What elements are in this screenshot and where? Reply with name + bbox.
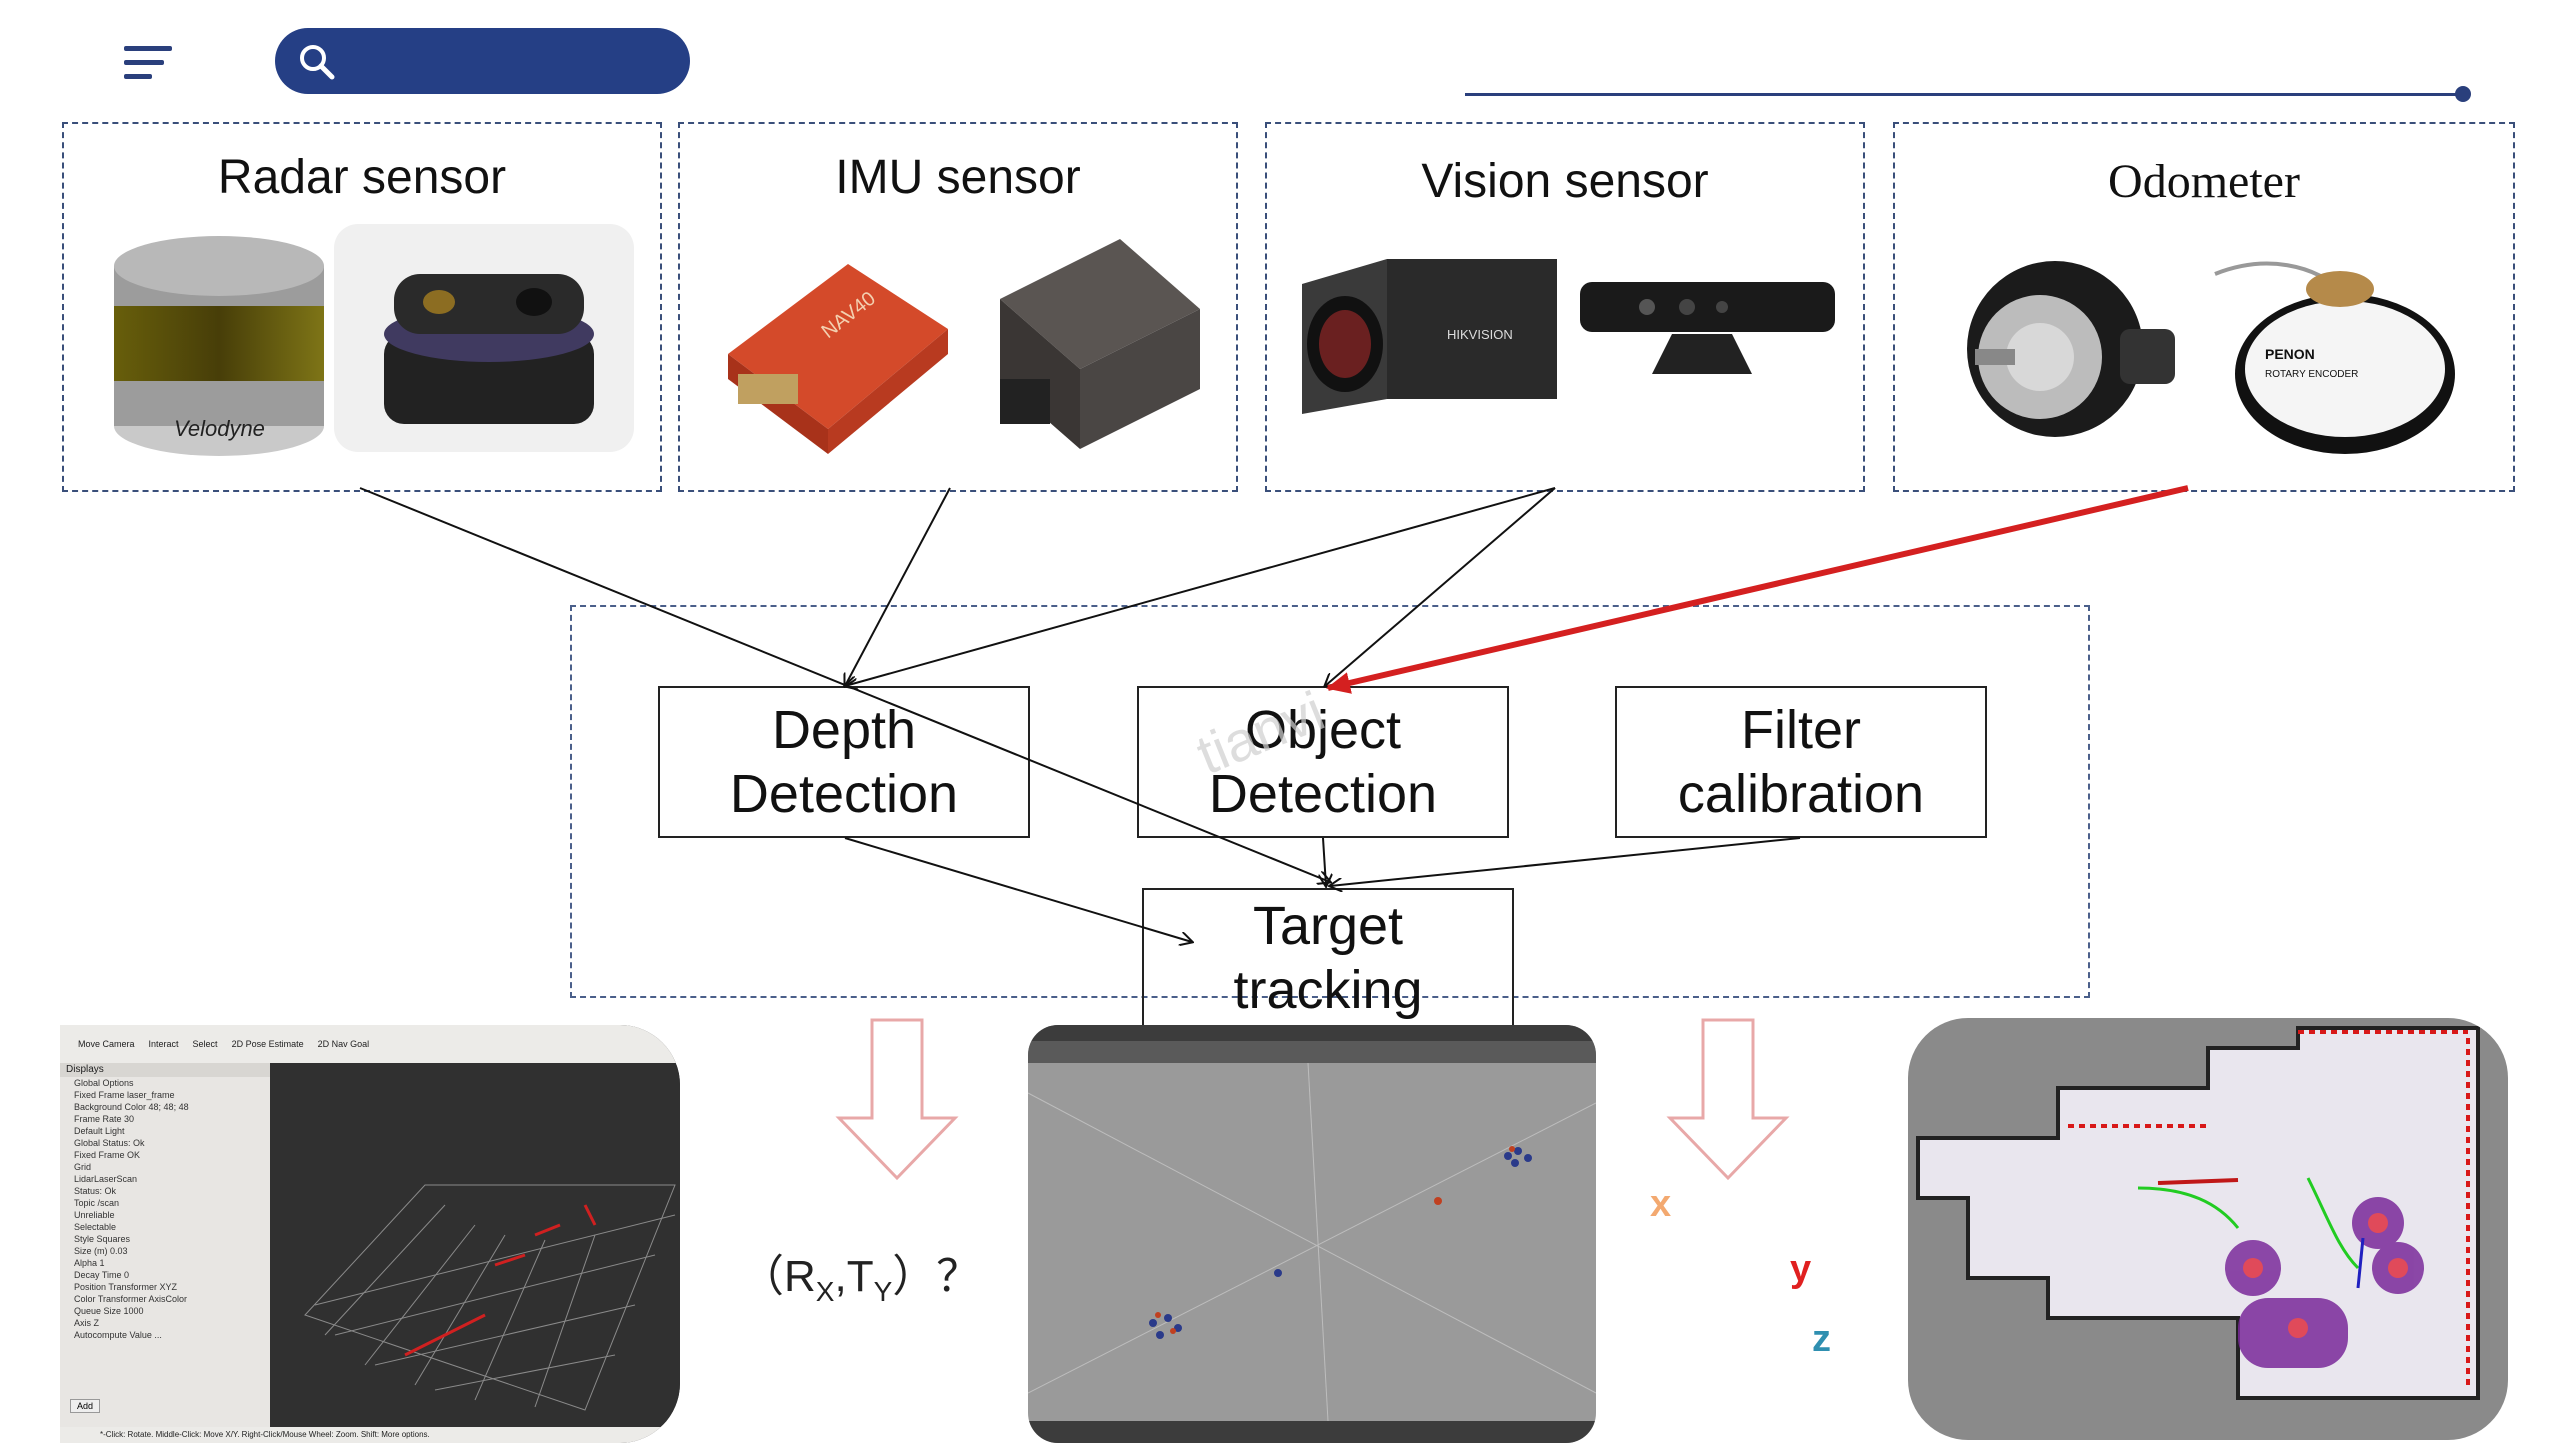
rviz-display-row[interactable]: Size (m) 0.03 [74, 1246, 128, 1256]
rviz-display-row[interactable]: Fixed Frame laser_frame [74, 1090, 175, 1100]
rviz-display-row[interactable]: LidarLaserScan [74, 1174, 138, 1184]
depth-detection-box: Depth Detection [658, 686, 1030, 838]
rviz-display-row[interactable]: Style Squares [74, 1234, 131, 1244]
rviz-tool-2[interactable]: Select [192, 1039, 218, 1049]
down-arrow-left [835, 1018, 959, 1181]
rviz-display-row[interactable]: Global Status: Ok [74, 1138, 145, 1148]
slam-map [1916, 1026, 2480, 1400]
rviz-status-bar: *-Click: Rotate. Middle-Click: Move X/Y.… [60, 1427, 680, 1443]
svg-text:ROTARY ENCODER: ROTARY ENCODER [2265, 369, 2358, 380]
rviz-display-row[interactable]: Unreliable [74, 1210, 115, 1220]
rviz-display-row[interactable]: Decay Time 0 [74, 1270, 130, 1280]
axis-x-label: x [1650, 1183, 1672, 1225]
laser-scanner-image [334, 224, 634, 452]
rviz-display-row[interactable]: Grid [74, 1162, 92, 1172]
rviz-panel-title: Displays [60, 1063, 270, 1077]
axis-y-label: y [1790, 1248, 1812, 1290]
vision-to-object-arrow [1325, 487, 1556, 686]
object-detection-box: Object Detection [1137, 686, 1509, 838]
rviz-display-row[interactable]: Alpha 1 [74, 1258, 105, 1268]
imu-sensor-title: IMU sensor [835, 151, 1081, 204]
progress-dot [2455, 86, 2471, 102]
depth-to-tracking-arrow [844, 837, 1192, 942]
rviz-tool-4[interactable]: 2D Nav Goal [317, 1039, 370, 1049]
rviz-add-button[interactable]: Add [70, 1399, 101, 1413]
velodyne-lidar-image: Velodyne [114, 236, 324, 456]
vision-sensor-box: Vision sensor HIKVISION [1265, 122, 1865, 492]
odometer-to-object-arrow [1326, 485, 2189, 694]
rviz-display-row[interactable]: Position Transformer XYZ [74, 1282, 178, 1292]
rviz-3d-grid [285, 1065, 680, 1425]
rviz-display-row[interactable]: Default Light [74, 1126, 125, 1136]
object-to-tracking-arrow [1323, 837, 1326, 886]
rviz-display-row[interactable]: Frame Rate 30 [74, 1114, 135, 1124]
rviz-display-row[interactable]: Axis Z [74, 1318, 100, 1328]
odometer-title: Odometer [2108, 155, 2300, 208]
svg-text:Velodyne: Velodyne [174, 416, 265, 441]
rviz-display-row[interactable]: Status: Ok [74, 1186, 117, 1196]
industrial-camera-image: HIKVISION [1302, 259, 1557, 414]
svg-text:PENON: PENON [2265, 346, 2315, 362]
kinect-camera-image [1580, 282, 1835, 374]
filter-calibration-box: Filter calibration [1615, 686, 1987, 838]
imu-red-unit-image: NAV40 [728, 264, 948, 454]
axis-z-label: z [1812, 1318, 1831, 1360]
rviz-screenshot: Move Camera Interact Select 2D Pose Estimat… [60, 1025, 680, 1443]
radar-sensor-title: Radar sensor [217, 151, 507, 204]
hollow-encoder-image: PENON ROTARY ENCODER [2214, 261, 2455, 454]
radar-sensor-box: Radar sensor Velodyne [62, 122, 662, 492]
imu-black-unit-image [1000, 239, 1200, 449]
filter-to-tracking-arrow [1330, 837, 1801, 886]
rviz-display-row[interactable]: Fixed Frame OK [74, 1150, 141, 1160]
rviz-display-row[interactable]: Global Options [74, 1078, 134, 1088]
imu-to-depth-arrow [845, 487, 951, 686]
rotary-encoder-image [1967, 261, 2175, 437]
imu-sensor-box: IMU sensor NAV40 [678, 122, 1238, 492]
rviz-display-row[interactable]: Selectable [74, 1222, 117, 1232]
rviz-display-row[interactable]: Queue Size 1000 [74, 1306, 144, 1316]
down-arrow-right [1666, 1018, 1790, 1181]
slam-map-screenshot [1908, 1018, 2508, 1440]
odometer-box: Odometer PENON ROTARY ENCODER [1893, 122, 2515, 492]
processing-container [570, 605, 2090, 998]
rviz-display-row[interactable]: Autocompute Value ... [74, 1330, 162, 1340]
rviz-display-row[interactable]: Topic /scan [74, 1198, 120, 1208]
target-tracking-box: Target tracking [1142, 888, 1514, 1028]
svg-text:HIKVISION: HIKVISION [1447, 327, 1513, 342]
search-bar[interactable] [275, 28, 690, 94]
vision-sensor-title: Vision sensor [1421, 155, 1709, 208]
vision-to-depth-arrow [845, 487, 1556, 686]
simulator-screenshot [1028, 1025, 1596, 1443]
rviz-tool-0[interactable]: Move Camera [78, 1039, 135, 1049]
rviz-tool-3[interactable]: 2D Pose Estimate [231, 1039, 304, 1049]
simulator-scene [1028, 1063, 1596, 1421]
rviz-tool-1[interactable]: Interact [148, 1039, 179, 1049]
formula-text: （RX,TY）？ [740, 1252, 981, 1307]
progress-track [1465, 93, 2465, 96]
rviz-display-row[interactable]: Background Color 48; 48; 48 [74, 1102, 189, 1112]
rviz-display-row[interactable]: Color Transformer AxisColor [74, 1294, 188, 1304]
rviz-toolbar: Move Camera Interact Select 2D Pose Estimat… [60, 1025, 680, 1063]
search-icon [300, 45, 335, 80]
menu-icon[interactable] [120, 42, 180, 84]
